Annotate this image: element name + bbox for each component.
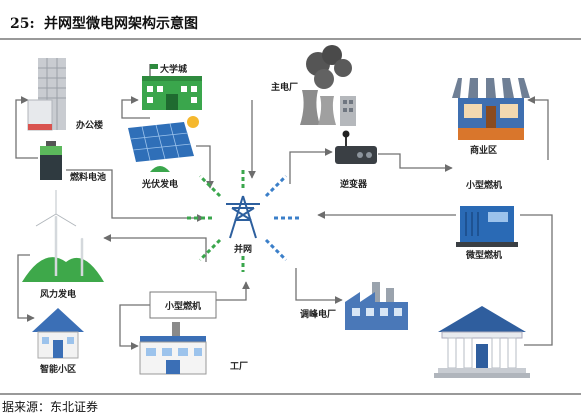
wind-turbine-icon xyxy=(22,188,104,282)
figure-title: 并网型微电网架构示意图 xyxy=(44,15,198,32)
transmission-tower-icon xyxy=(226,195,260,239)
fuel-cell-icon xyxy=(40,141,62,180)
hub-ray xyxy=(198,174,222,198)
power-plant-icon xyxy=(300,45,356,126)
inverter-icon xyxy=(335,130,377,164)
house-icon xyxy=(32,308,84,359)
fuel-cell-label: 燃料电池 xyxy=(70,171,106,183)
hub-ray xyxy=(264,238,288,262)
connector-peak-plant xyxy=(295,268,343,304)
small-turbine-box-label: 小型燃机 xyxy=(164,300,201,312)
micro-turbine-label: 微型燃机 xyxy=(465,249,502,261)
connector-university xyxy=(121,96,150,119)
factory-label: 工厂 xyxy=(230,361,248,372)
connector-factory xyxy=(119,304,150,350)
solar-panel-icon xyxy=(128,116,199,172)
hub-rays xyxy=(186,168,300,272)
connectors xyxy=(15,96,553,350)
hub-label: 并网 xyxy=(234,243,252,255)
inverter-label: 逆变器 xyxy=(340,178,368,190)
hub-ray xyxy=(198,238,222,262)
connector-fuel-cell xyxy=(66,169,205,222)
solar-label: 光伏发电 xyxy=(141,178,178,190)
wind-label: 风力发电 xyxy=(40,288,76,300)
small-turbine-right-label: 小型燃机 xyxy=(465,179,502,191)
university-building-icon xyxy=(142,64,202,110)
connector-office xyxy=(15,96,38,159)
connector-small-turbine xyxy=(216,281,250,301)
figure-number: 25: xyxy=(10,16,35,32)
connector-inverter xyxy=(289,148,333,184)
connector-solar xyxy=(196,145,214,189)
commercial-label: 商业区 xyxy=(470,144,497,156)
connector-wind xyxy=(103,234,207,262)
figure-source: 据来源：东北证券 xyxy=(2,399,98,414)
connector-community xyxy=(17,254,35,322)
generator-icon xyxy=(456,206,518,247)
office-label: 办公楼 xyxy=(76,119,103,131)
factory-icon xyxy=(139,322,207,375)
shop-icon xyxy=(452,78,530,140)
university-label: 大学城 xyxy=(160,63,187,75)
connector-commercial xyxy=(378,153,453,172)
connector-commercial-bracket xyxy=(527,96,549,160)
community-label: 智能小区 xyxy=(40,363,76,375)
main-plant-label: 主电厂 xyxy=(271,81,298,93)
connector-bank xyxy=(520,214,553,346)
bank-building-icon xyxy=(434,306,530,378)
office-building-icon xyxy=(27,58,66,131)
hub-ray xyxy=(264,174,288,198)
peak-plant-label: 调峰电厂 xyxy=(300,308,336,320)
small-turbine-box xyxy=(149,291,217,319)
peak-plant-icon xyxy=(345,282,408,330)
